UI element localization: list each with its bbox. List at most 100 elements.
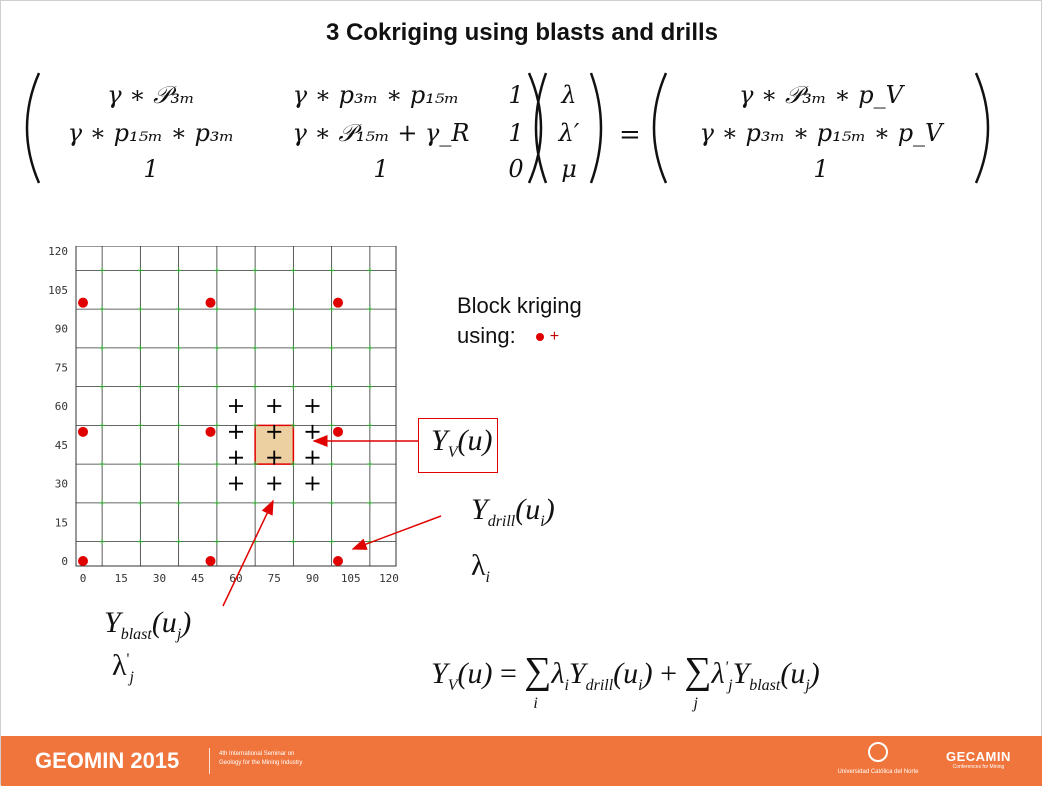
blast-sample-plus (137, 306, 144, 313)
drill-sample-dot (205, 297, 216, 308)
yblast-label: Yblast(uj) (104, 606, 192, 643)
blast-sample-plus (175, 344, 182, 351)
university-seal-icon (868, 742, 888, 762)
blast-sample-plus (175, 267, 182, 274)
y-tick-label: 120 (48, 246, 68, 258)
footer-brand: GEOMIN 2015 (35, 748, 180, 773)
matrix-a22: γ ∗ 𝒫₁₅ₘ + γ_R (293, 119, 470, 147)
blast-neighbor-plus (229, 450, 243, 465)
matrix-a13: 1 (508, 81, 523, 109)
x-tick-label: 30 (153, 572, 166, 585)
paren-left-open (25, 72, 41, 184)
footer-divider (209, 748, 210, 774)
matrix-a21: γ ∗ p₁₅ₘ ∗ p₃ₘ (68, 119, 235, 147)
blast-sample-plus (175, 499, 182, 506)
legend-line2-row: using: + (457, 321, 582, 352)
blast-sample-plus (328, 344, 335, 351)
block-kriging-legend: Block kriging using:+ (457, 291, 582, 352)
rhs-b3: 1 (813, 155, 828, 183)
matrix-a23: 1 (508, 119, 523, 147)
blast-sample-plus (213, 499, 220, 506)
blast-sample-plus (366, 538, 373, 545)
x-tick-label: 0 (80, 572, 87, 585)
blast-sample-plus (290, 344, 297, 351)
ydrill-label: Ydrill(ui) (471, 493, 555, 530)
blast-sample-plus (366, 267, 373, 274)
gecamin-sub: Conferences for Mining (952, 764, 1005, 770)
blast-sample-plus (290, 538, 297, 545)
blast-neighbor-plus (267, 476, 282, 491)
blast-sample-plus (328, 461, 335, 468)
blast-sample-plus (290, 499, 297, 506)
blast-sample-plus (99, 538, 106, 545)
drill-sample-dot (78, 556, 88, 566)
yv-label: YV(u) (431, 424, 493, 461)
x-tick-label: 105 (341, 572, 361, 585)
vector-lambda: λ (560, 81, 576, 109)
x-tick-label: 90 (306, 572, 319, 585)
blast-sample-plus (252, 538, 259, 545)
blast-sample-plus (366, 422, 373, 429)
legend-line2: using: (457, 323, 516, 348)
blast-sample-plus (366, 344, 373, 351)
blast-neighbor-plus (267, 450, 282, 465)
vector-lambda-prime: λ′ (558, 119, 580, 147)
blast-sample-plus (252, 306, 259, 313)
gecamin-name: GECAMIN (946, 749, 1011, 764)
blast-sample-plus (252, 461, 259, 468)
y-tick-label: 30 (55, 478, 68, 491)
drill-sample-dot (333, 556, 343, 566)
matrix-a11: γ ∗ 𝒫₃ₘ (107, 81, 195, 109)
university-name: Universidad Católica del Norte (837, 769, 919, 775)
blast-sample-plus (328, 383, 335, 390)
blast-neighbor-plus (267, 424, 282, 439)
paren-rhs-open (652, 72, 668, 184)
blast-sample-plus (137, 267, 144, 274)
blast-sample-plus (290, 267, 297, 274)
blast-neighbor-plus (305, 399, 320, 413)
y-tick-label: 15 (55, 516, 68, 529)
blast-sample-plus (252, 344, 259, 351)
blast-sample-plus (366, 383, 373, 390)
blast-sample-plus (252, 422, 259, 429)
x-tick-label: 45 (191, 572, 204, 585)
blast-sample-plus (252, 267, 259, 274)
blast-sample-plus (252, 499, 259, 506)
blast-sample-plus (137, 383, 144, 390)
blast-sample-plus (213, 383, 220, 390)
blast-sample-plus (175, 383, 182, 390)
blast-sample-plus (328, 499, 335, 506)
blast-sample-plus (366, 461, 373, 468)
blast-sample-plus (366, 499, 373, 506)
blast-plus-icon: + (549, 328, 560, 346)
lambda-j-label: λ'j (112, 649, 134, 686)
drill-sample-dot (205, 556, 216, 566)
blast-neighbor-plus (305, 450, 320, 465)
gecamin-logo: GECAMIN Conferences for Mining (946, 749, 1011, 770)
matrix-a32: 1 (373, 155, 388, 183)
blast-sample-plus (213, 422, 220, 429)
blast-sample-plus (213, 306, 220, 313)
paren-vec-close (589, 72, 603, 184)
x-tick-label: 60 (229, 572, 242, 585)
blast-neighbor-plus (267, 399, 282, 413)
x-tick-label: 75 (268, 572, 281, 585)
blast-sample-plus (137, 538, 144, 545)
blast-neighbor-plus (229, 399, 243, 413)
blast-sample-plus (137, 461, 144, 468)
blast-sample-plus (99, 461, 106, 468)
x-tick-label: 120 (379, 572, 399, 585)
drill-sample-dot (78, 297, 88, 308)
blast-sample-plus (99, 344, 106, 351)
drill-sample-dot (333, 297, 343, 308)
blast-sample-plus (175, 461, 182, 468)
drill-sample-dot (333, 426, 343, 437)
blast-sample-plus (290, 383, 297, 390)
matrix-a31: 1 (143, 155, 158, 183)
blast-sample-plus (366, 306, 373, 313)
university-logo: Universidad Católica del Norte (813, 742, 943, 775)
blast-sample-plus (213, 267, 220, 274)
